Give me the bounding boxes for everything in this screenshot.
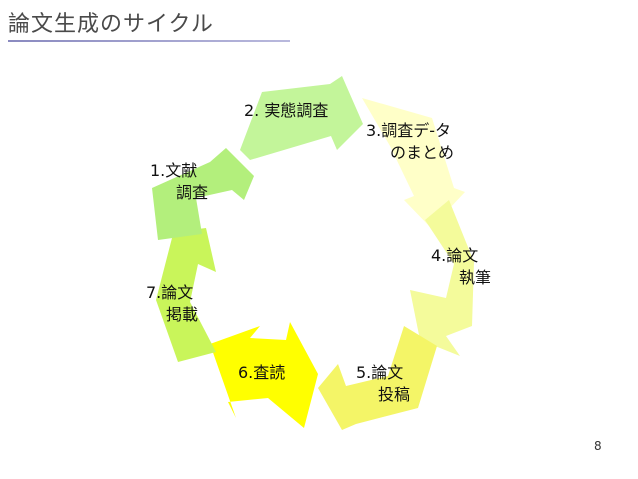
cycle-step-7-line2: 掲載 <box>166 305 199 324</box>
cycle-step-4-line2: 執筆 <box>459 268 492 287</box>
cycle-step-6-line1: 6.査読 <box>238 363 286 382</box>
cycle-arrow-3 <box>362 98 465 228</box>
cycle-step-2-label: 2. 実態調査 <box>244 100 328 122</box>
page-number: 8 <box>594 439 602 453</box>
cycle-step-4-label: 4.論文 執筆 <box>431 245 491 289</box>
cycle-step-5-line2: 投稿 <box>378 385 411 404</box>
cycle-step-7-line1: 7.論文 <box>146 283 194 302</box>
cycle-step-4-line1: 4.論文 <box>431 246 479 265</box>
cycle-step-5-line1: 5.論文 <box>356 363 404 382</box>
cycle-arrow-6 <box>210 322 318 428</box>
cycle-step-3-line1: 3.調査デ-タ <box>366 121 452 140</box>
cycle-step-1-label: 1.文献 調査 <box>150 160 208 204</box>
cycle-step-6-label: 6.査読 <box>238 362 285 384</box>
cycle-step-1-line1: 1.文献 <box>150 161 198 180</box>
cycle-arrow-5 <box>318 326 437 430</box>
cycle-step-1-line2: 調査 <box>176 183 209 202</box>
cycle-step-3-line2: のまとめ <box>390 143 455 162</box>
slide-title: 論文生成のサイクル <box>8 12 214 37</box>
cycle-step-2-line1: 2. 実態調査 <box>244 101 329 120</box>
cycle-arrow-2 <box>240 76 363 160</box>
cycle-arrow-1 <box>152 148 254 240</box>
cycle-step-5-label: 5.論文 投稿 <box>356 362 410 406</box>
title-underline <box>8 40 290 42</box>
cycle-arrow-4 <box>410 200 474 356</box>
cycle-arrow-7 <box>156 228 216 362</box>
cycle-step-7-label: 7.論文 掲載 <box>146 282 198 326</box>
cycle-step-3-label: 3.調査デ-タ のまとめ <box>366 120 454 164</box>
